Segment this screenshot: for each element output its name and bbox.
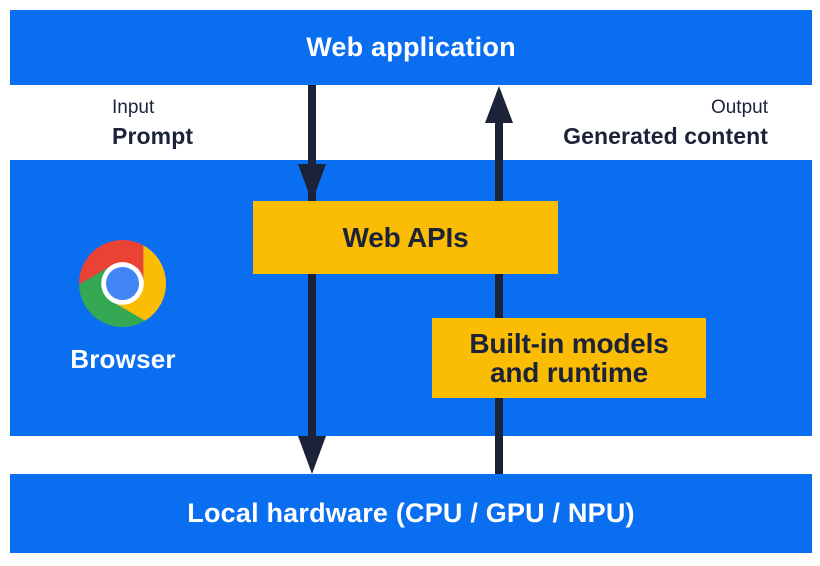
input-label-group: Input Prompt [112,95,193,151]
output-label-group: Output Generated content [563,95,768,151]
input-flow-arrowhead-into-web-apis [298,164,326,202]
builtin-models-label-line2: and runtime [489,357,649,388]
input-label: Prompt [112,123,194,149]
output-flow-arrow-line [495,120,503,474]
output-kicker: Output [710,97,768,118]
input-kicker: Input [112,97,155,118]
web-apis-label: Web APIs [342,221,469,253]
input-flow-arrowhead-into-hardware [298,436,326,474]
chrome-browser-icon [79,240,166,327]
web-application-label: Web application [306,32,516,62]
browser-label: Browser [70,344,176,374]
web-apis-box: Web APIs [253,201,558,274]
local-hardware-bar: Local hardware (CPU / GPU / NPU) [10,474,812,553]
web-application-bar: Web application [10,10,812,85]
builtin-models-label-line1: Built-in models [469,328,669,359]
chrome-icon-blue-center [105,266,140,301]
output-label: Generated content [563,123,768,149]
builtin-models-box: Built-in models and runtime [432,318,706,398]
local-hardware-label: Local hardware (CPU / GPU / NPU) [187,498,635,528]
output-flow-arrowhead-into-web-application [485,86,513,123]
